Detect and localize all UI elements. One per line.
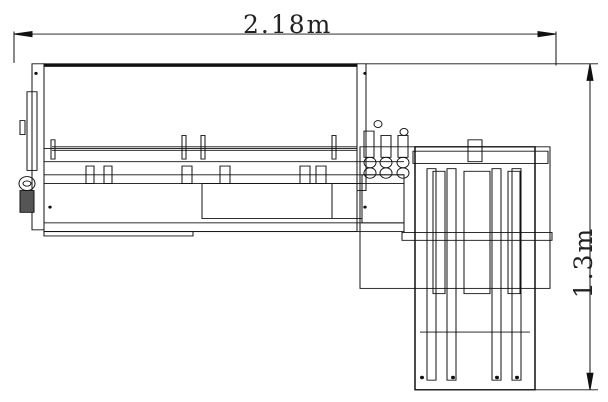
outfeed-conveyor — [359, 139, 553, 391]
main-machine-body — [18, 63, 410, 237]
width-dimension-label: 2.18m — [243, 10, 333, 39]
width-dimension-line — [13, 30, 557, 66]
roller-group — [363, 120, 410, 179]
height-dimension-line — [366, 63, 598, 391]
height-dimension-label: 1.3m — [569, 226, 599, 299]
